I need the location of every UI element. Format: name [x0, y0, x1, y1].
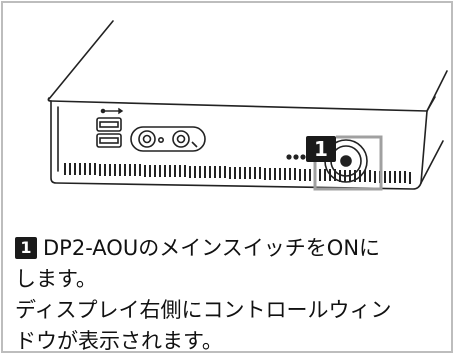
usb-icon — [100, 107, 124, 115]
instruction-line-4: ドウが表示されます。 — [15, 329, 223, 353]
instruction-line-1-text: DP2-AOUのメインスイッチをONに — [43, 236, 381, 260]
step-number-badge: 1 — [15, 237, 37, 259]
usb-ports — [96, 117, 122, 148]
instruction-line-1: 1 DP2-AOUのメインスイッチをONに — [15, 233, 445, 264]
callout-frame — [313, 135, 383, 191]
instruction-line-2: します。 — [15, 267, 97, 291]
audio-jacks — [130, 126, 206, 152]
callout-number-badge: 1 — [306, 136, 336, 162]
instruction-text: 1 DP2-AOUのメインスイッチをONに します。 ディスプレイ右側にコントロー… — [15, 233, 445, 357]
vent-grille — [64, 163, 411, 184]
device-front-illustration — [47, 20, 448, 191]
instruction-line-3: ディスプレイ右側にコントロールウィン — [15, 298, 392, 322]
